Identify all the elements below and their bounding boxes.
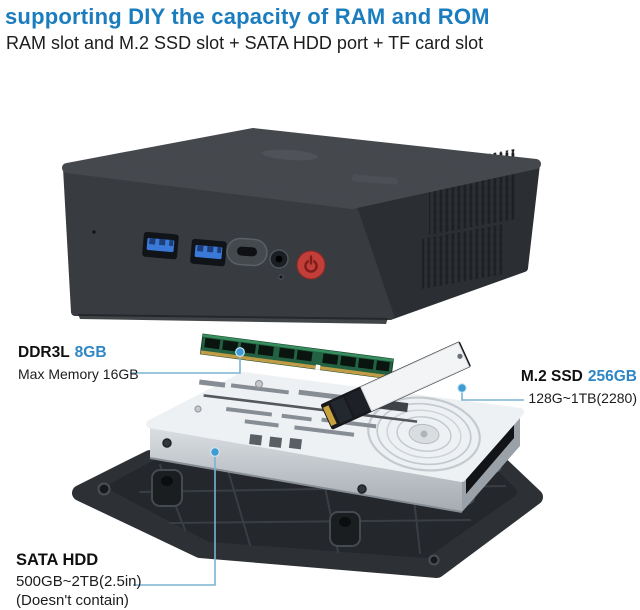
callout-dots <box>210 347 467 457</box>
ssd-name: M.2 SSD <box>520 368 583 385</box>
header: supporting DIY the capacity of RAM and R… <box>5 4 635 54</box>
page-subtitle: RAM slot and M.2 SSD slot + SATA HDD por… <box>6 33 484 53</box>
hdd-detail: 500GB~2TB(2.5in) <box>16 573 142 590</box>
screw-post-icon <box>329 511 361 547</box>
mini-pc-base-shadow <box>78 314 388 324</box>
hdd-screw-icon <box>357 484 367 494</box>
hdd-callout: SATA HDD 500GB~2TB(2.5in) (Doesn't conta… <box>16 551 142 609</box>
m2-ssd-icon <box>321 341 471 430</box>
hdd-callout-dot <box>210 447 220 457</box>
screw-post-icon <box>151 469 183 507</box>
led-indicator-icon <box>278 274 284 280</box>
hdd-leader-line <box>133 452 216 586</box>
ram-callout-dot <box>235 347 245 357</box>
usb-a-port-icon <box>190 238 227 267</box>
ssd-size: 256GB <box>587 368 637 385</box>
ram-module-icon <box>199 333 394 380</box>
audio-jack-icon <box>269 249 289 280</box>
hdd-name: SATA HDD <box>16 551 99 569</box>
mic-hole-icon <box>92 230 96 234</box>
usb-a-port-icon <box>142 231 179 260</box>
page-title: supporting DIY the capacity of RAM and R… <box>5 4 490 29</box>
ssd-detail: 128G~1TB(2280) <box>528 390 637 406</box>
ram-detail: Max Memory 16GB <box>18 366 139 382</box>
usb-c-port-icon <box>226 237 268 267</box>
hdd-top-screw-icon <box>254 379 264 389</box>
ssd-leader-line <box>461 388 524 401</box>
ssd-callout-dot <box>457 383 467 393</box>
mini-pc-top-face <box>62 128 541 209</box>
hdd-note: (Doesn't contain) <box>16 592 129 609</box>
ssd-gold-fingers-icon <box>322 405 337 426</box>
vent-grille-icon <box>422 224 504 289</box>
ram-size: 8GB <box>74 344 107 361</box>
top-logo-mark <box>262 149 318 161</box>
hdd-screw-icon <box>162 438 172 448</box>
ram-name: DDR3L <box>18 344 70 361</box>
hdd-top-screw-icon <box>194 405 202 413</box>
power-button-icon <box>296 250 326 280</box>
mini-pc <box>62 128 541 324</box>
hdd-spindle-icon <box>367 396 481 472</box>
corner-screw-icon <box>97 482 111 496</box>
corner-screw-icon <box>428 554 440 566</box>
ram-leader-line <box>130 352 241 374</box>
top-logo-text-mark <box>351 174 398 185</box>
